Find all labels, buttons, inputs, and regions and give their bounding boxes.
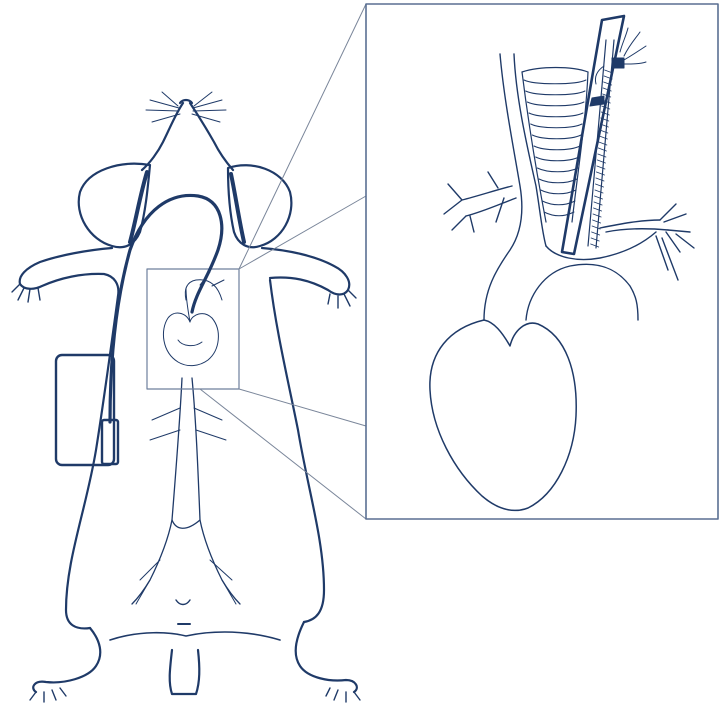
zoom-callout-lines [200,4,366,519]
mini-heart [163,272,224,366]
rat-body-outline [12,92,360,702]
right-hindlimb [296,622,357,692]
whiskers [146,92,226,122]
tail-base [170,650,200,694]
left-hindlimb [33,628,100,692]
left-forelimb [20,248,119,296]
catheter-tube [110,195,222,422]
right-forelimb [262,248,349,295]
abdominal-aorta [132,378,240,604]
zoom-inset-frame [147,269,239,389]
